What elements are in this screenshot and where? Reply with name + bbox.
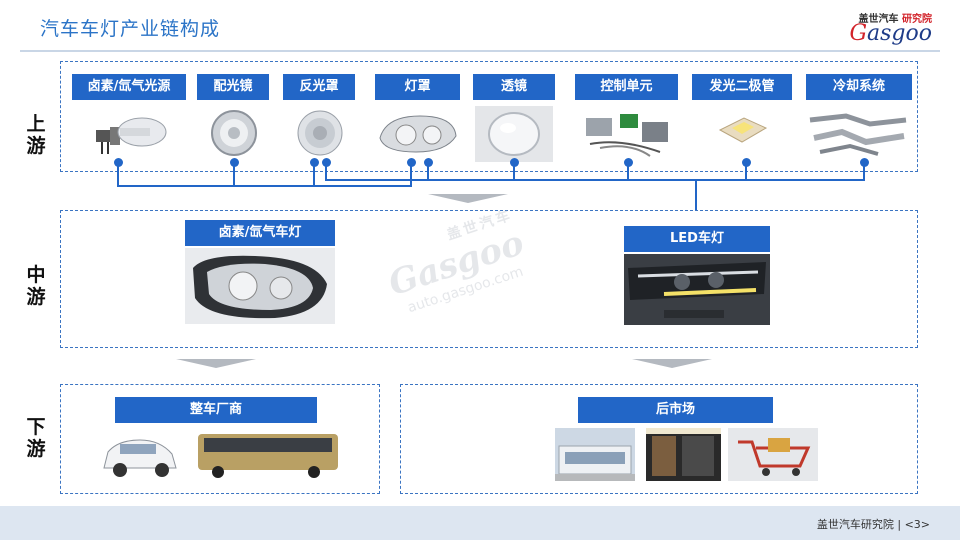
upstream-tag-reflector: 反光罩 bbox=[283, 74, 355, 100]
halogen-headlamp-image bbox=[185, 248, 335, 324]
stage-label-char: 游 bbox=[26, 135, 46, 157]
connector-line bbox=[695, 179, 697, 225]
connector-dot bbox=[230, 158, 239, 167]
car-and-bus-image bbox=[100, 428, 340, 480]
upstream-tag-lampshade: 灯罩 bbox=[375, 74, 460, 100]
footer-bar: 盖世汽车研究院 | <3> bbox=[0, 506, 960, 540]
page-title: 汽车车灯产业链构成 bbox=[40, 18, 221, 40]
connector-dot bbox=[407, 158, 416, 167]
upstream-tag-control-unit: 控制单元 bbox=[575, 74, 678, 100]
flow-arrow-down bbox=[428, 194, 508, 203]
stage-label-char: 游 bbox=[26, 286, 46, 308]
glass-lens-image bbox=[475, 106, 553, 162]
cooling-system-image bbox=[806, 108, 912, 158]
upstream-tag-cooling: 冷却系统 bbox=[806, 74, 912, 100]
connector-dot bbox=[322, 158, 331, 167]
logo-en-text: Gasgoo bbox=[849, 21, 932, 46]
connector-dot bbox=[510, 158, 519, 167]
stage-label-char: 下 bbox=[26, 416, 46, 438]
downstream-tag-oem: 整车厂商 bbox=[115, 397, 317, 423]
stage-label-char: 中 bbox=[26, 264, 46, 286]
connector-line bbox=[313, 166, 315, 186]
connector-dot bbox=[310, 158, 319, 167]
upstream-tag-halogen-source: 卤素/氙气光源 bbox=[72, 74, 186, 100]
gasgoo-logo: 盖世汽车 研究院 Gasgoo bbox=[832, 10, 932, 46]
stage-label-downstream: 下游 bbox=[22, 416, 50, 460]
upstream-tag-light-lens: 配光镜 bbox=[197, 74, 269, 100]
logo-cn-text: 盖世汽车 研究院 bbox=[858, 14, 932, 25]
connector-line bbox=[117, 166, 119, 186]
lamp-housing-image bbox=[376, 108, 460, 158]
connector-line bbox=[325, 166, 327, 180]
control-unit-image bbox=[580, 108, 674, 160]
aftermarket-shop-image bbox=[646, 428, 721, 481]
connector-line bbox=[233, 166, 235, 186]
aftermarket-store-image bbox=[555, 428, 635, 481]
footer-text: 盖世汽车研究院 | <3> bbox=[816, 518, 930, 531]
reflector-lens-image bbox=[207, 108, 261, 158]
midstream-tag-halogen-headlamp: 卤素/氙气车灯 bbox=[185, 220, 335, 246]
upstream-tag-lens: 透镜 bbox=[473, 74, 555, 100]
stage-label-midstream: 中游 bbox=[22, 264, 50, 308]
page-number: <3> bbox=[904, 518, 930, 531]
stage-label-char: 上 bbox=[26, 113, 46, 135]
connector-line bbox=[427, 166, 429, 180]
connector-line bbox=[863, 166, 865, 180]
upstream-tag-led: 发光二极管 bbox=[692, 74, 792, 100]
connector-dot bbox=[114, 158, 123, 167]
flow-arrow-down bbox=[632, 359, 712, 368]
reflector-cup-image bbox=[293, 108, 347, 158]
connector-dot bbox=[424, 158, 433, 167]
connector-line bbox=[745, 166, 747, 180]
connector-line bbox=[117, 185, 412, 187]
connector-line bbox=[325, 179, 865, 181]
led-headlamp-image bbox=[624, 254, 770, 325]
connector-dot bbox=[624, 158, 633, 167]
connector-line bbox=[410, 166, 412, 186]
halogen-bulb-image bbox=[92, 108, 170, 160]
stage-label-char: 游 bbox=[26, 438, 46, 460]
downstream-tag-aftermarket: 后市场 bbox=[578, 397, 773, 423]
footer-org: 盖世汽车研究院 bbox=[816, 518, 894, 531]
connector-line bbox=[627, 166, 629, 180]
led-chip-image bbox=[714, 108, 770, 154]
connector-dot bbox=[860, 158, 869, 167]
connector-dot bbox=[742, 158, 751, 167]
midstream-tag-led-headlamp: LED车灯 bbox=[624, 226, 770, 252]
flow-arrow-down bbox=[176, 359, 256, 368]
stage-label-upstream: 上游 bbox=[22, 113, 50, 157]
title-divider bbox=[20, 50, 940, 52]
aftermarket-cart-image bbox=[728, 428, 818, 481]
connector-line bbox=[513, 166, 515, 180]
